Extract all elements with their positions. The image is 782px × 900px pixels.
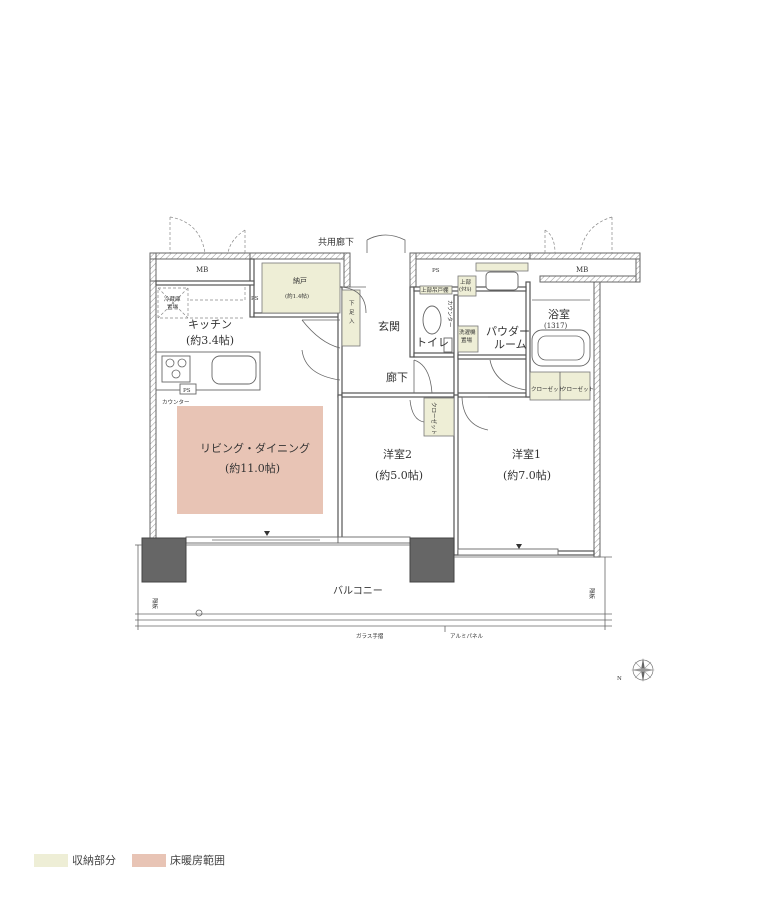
nando-label: 納戸 [293, 276, 307, 285]
toilet-counter-label: カウンター [446, 300, 454, 328]
toilet-shelf-label: 上部吊戸棚 [421, 286, 449, 294]
window-sashes [185, 531, 559, 556]
kitchen-ps-label: PS [183, 388, 191, 394]
room1-label: 洋室1 [512, 447, 541, 461]
partition-left-label: 隔板 [151, 598, 159, 610]
doors [301, 286, 527, 431]
outer-walls [149, 252, 641, 558]
washer-sub: 置場 [461, 336, 473, 344]
upper-shelf-label-a: 上部 [460, 278, 472, 286]
external-doors [169, 216, 613, 254]
ps-right-label: PS [432, 268, 440, 274]
shoe-label-b: 足 [349, 309, 355, 316]
shoe-label-a: 下 [349, 300, 355, 307]
closet-label-c: クローゼット [430, 402, 438, 435]
bath-label: 浴室 [548, 307, 570, 321]
legend-storage-label: 収納部分 [72, 854, 116, 867]
column-right [409, 537, 455, 583]
mb-left-label: MB [196, 266, 208, 274]
compass-icon [631, 658, 655, 682]
legend-storage-swatch [34, 853, 68, 867]
closet-label-a: クローゼット [531, 385, 564, 393]
powder-label-b: ルーム [494, 338, 527, 351]
living-size: (約11.0帖) [225, 461, 280, 475]
legend-floor-heating-swatch [132, 853, 166, 867]
washer-label: 洗濯機 [459, 328, 476, 336]
hallway-label: 廊下 [386, 370, 408, 384]
compass-north-label: N [617, 676, 622, 682]
glass-rail-label: ガラス手摺 [356, 632, 384, 640]
partition-right-label: 隔板 [588, 588, 596, 600]
bath-size: (1317) [544, 322, 568, 330]
fixtures [155, 271, 591, 400]
closet-label-b: クローゼット [561, 385, 594, 393]
toilet-label: トイレ [416, 336, 449, 349]
shoe-label-c: 入 [349, 319, 355, 325]
legend-floor-heating-label: 床暖房範囲 [170, 854, 225, 867]
counter-left-label: カウンター [162, 398, 190, 406]
room1-size: (約7.0帖) [503, 468, 551, 482]
nando-size: (約1.4帖) [285, 292, 309, 300]
room-labels: 共用廊下 MB MB 納戸 (約1.4帖) PS PS 冷蔵庫 置場 キッチン … [151, 236, 622, 682]
ps-left-label: PS [251, 296, 259, 302]
mb-right-label: MB [576, 266, 588, 274]
living-label: リビング・ダイニング [200, 441, 310, 455]
fridge-sub: 置場 [167, 303, 179, 311]
legend-storage: 収納部分 [34, 853, 116, 867]
floor-heating-area [177, 406, 323, 514]
kitchen-label: キッチン [188, 318, 232, 331]
balcony-label: バルコニー [333, 585, 383, 597]
storage-areas [261, 262, 591, 437]
column-left [141, 537, 187, 583]
legend-floor-heating: 床暖房範囲 [132, 853, 225, 867]
entrance-label: 玄関 [378, 319, 400, 333]
kitchen-size: (約3.4帖) [186, 333, 234, 347]
room2-size: (約5.0帖) [375, 468, 423, 482]
alu-panel-label: アルミパネル [450, 633, 483, 640]
upper-shelf-label-b: (ﾀｵﾙ) [459, 286, 472, 293]
fridge-label: 冷蔵庫 [164, 295, 181, 303]
room2-label: 洋室2 [383, 447, 412, 461]
powder-label-a: パウダー [486, 324, 530, 338]
balcony-area [135, 544, 612, 632]
common-corridor-label: 共用廊下 [318, 236, 354, 248]
